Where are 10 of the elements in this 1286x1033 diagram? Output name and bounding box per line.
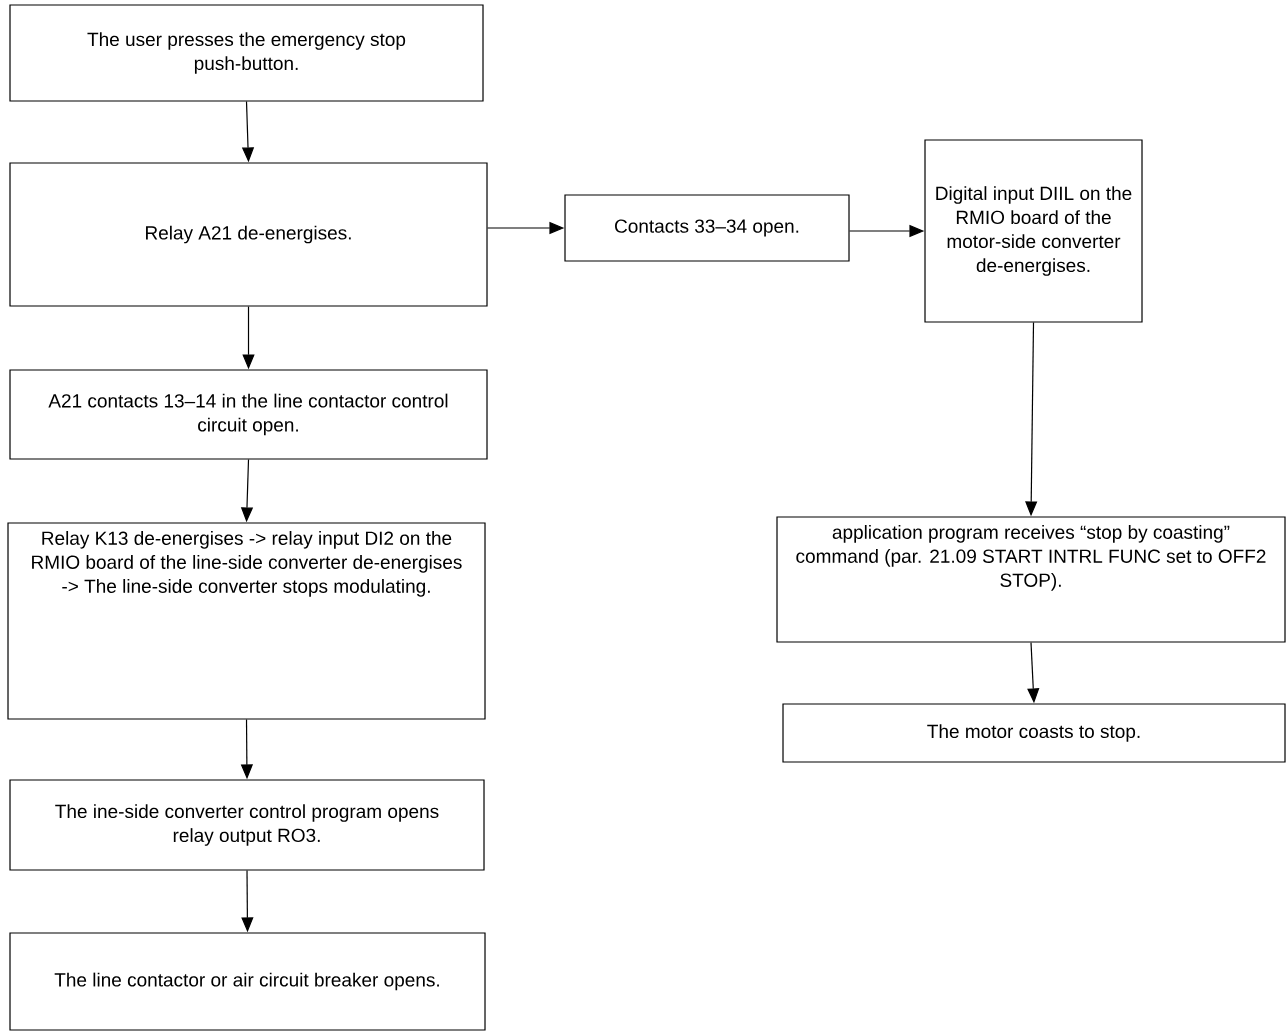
- process-box: A21 contacts 13–14 in the line contactor control circuit open.: [9, 369, 488, 460]
- process-box: The line contactor or air circuit breaker opens.: [9, 932, 486, 1031]
- process-box: Relay K13 de-energises -> relay input DI2 on the RMIO board of the line-side converter de-energises -> The line-side converter stops modulating.: [7, 522, 486, 720]
- process-box: Relay A21 de-energises.: [9, 162, 488, 307]
- process-box: The motor coasts to stop.: [782, 703, 1286, 763]
- process-box: The ine-side converter control program opens relay output RO3.: [9, 779, 485, 871]
- process-box: application program receives “stop by coasting” command (par. 21.09 START INTRL FUNC set to OFF2 STOP).: [776, 516, 1286, 643]
- process-box: The user presses the emergency stop push-button.: [9, 4, 484, 102]
- process-box: Digital input DIIL on the RMIO board of the motor-side converter de-energises.: [924, 139, 1143, 323]
- process-box: Contacts 33–34 open.: [564, 194, 850, 262]
